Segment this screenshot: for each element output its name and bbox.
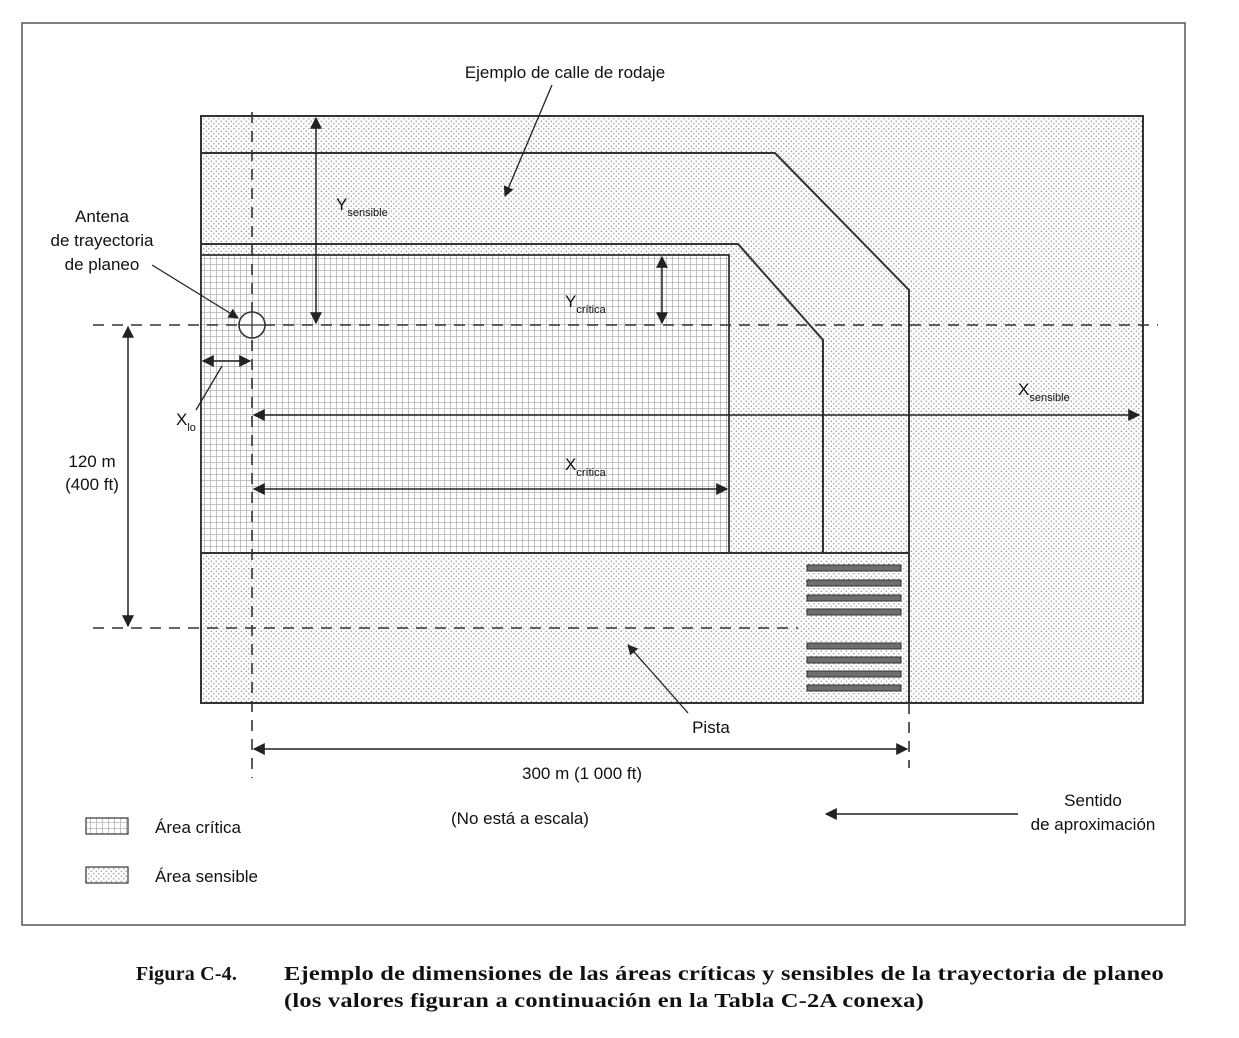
runway-threshold-markings <box>806 564 902 692</box>
x-critical-main: X <box>565 455 576 474</box>
y-critical-main: Y <box>565 292 576 311</box>
y-critical-label: Ycrítica <box>565 292 607 316</box>
runway-label: Pista <box>692 718 730 737</box>
caption-line2: (los valores figuran a continuación en l… <box>284 990 924 1012</box>
x-lo-sub: lo <box>187 422 196 434</box>
figure-frame <box>21 22 1186 926</box>
dist-120-label-line2: (400 ft) <box>65 475 119 494</box>
antenna-icon <box>238 311 266 339</box>
approach-label-line1: Sentido <box>1064 791 1122 810</box>
caption-line1: Ejemplo de dimensiones de las áreas crít… <box>284 963 1164 985</box>
dist-120-label-line1: 120 m <box>68 452 115 471</box>
antenna-label-line2: de trayectoria <box>51 231 155 250</box>
taxiway-outer-edge <box>201 152 910 703</box>
y-critical-sub: crítica <box>576 304 606 316</box>
legend-sensitive-label: Área sensible <box>155 867 258 886</box>
caption-number: Figura C-4. <box>136 963 237 985</box>
taxiway-inner-edge <box>201 243 824 553</box>
y-sensitive-label: Ysensible <box>336 195 388 219</box>
legend-critical-swatch <box>85 817 129 835</box>
not-to-scale-label: (No está a escala) <box>451 809 589 828</box>
taxiway-example-label: Ejemplo de calle de rodaje <box>465 63 665 82</box>
x-lo-leader <box>195 365 223 411</box>
x-critical-sub: crítica <box>576 467 606 479</box>
x-critical-label: Xcrítica <box>565 455 607 479</box>
approach-label-line2: de aproximación <box>1031 815 1156 834</box>
legend-critical-label: Área crítica <box>155 818 242 837</box>
x-sensitive-sub: sensible <box>1029 392 1069 404</box>
critical-area <box>200 254 730 554</box>
x-lo-label: Xlo <box>176 410 196 434</box>
dist-300-label: 300 m (1 000 ft) <box>522 764 642 783</box>
x-sensitive-label: Xsensible <box>1018 380 1070 404</box>
legend-sensitive-swatch <box>85 866 129 884</box>
antenna-label-line1: Antena <box>75 207 129 226</box>
y-sensitive-sub: sensible <box>347 207 387 219</box>
antenna-leader <box>151 264 239 319</box>
x-lo-main: X <box>176 410 187 429</box>
taxiway-leader <box>503 84 553 197</box>
runway-leader <box>627 644 689 714</box>
x-sensitive-main: X <box>1018 380 1029 399</box>
y-sensitive-main: Y <box>336 195 347 214</box>
antenna-label-line3: de planeo <box>65 255 140 274</box>
